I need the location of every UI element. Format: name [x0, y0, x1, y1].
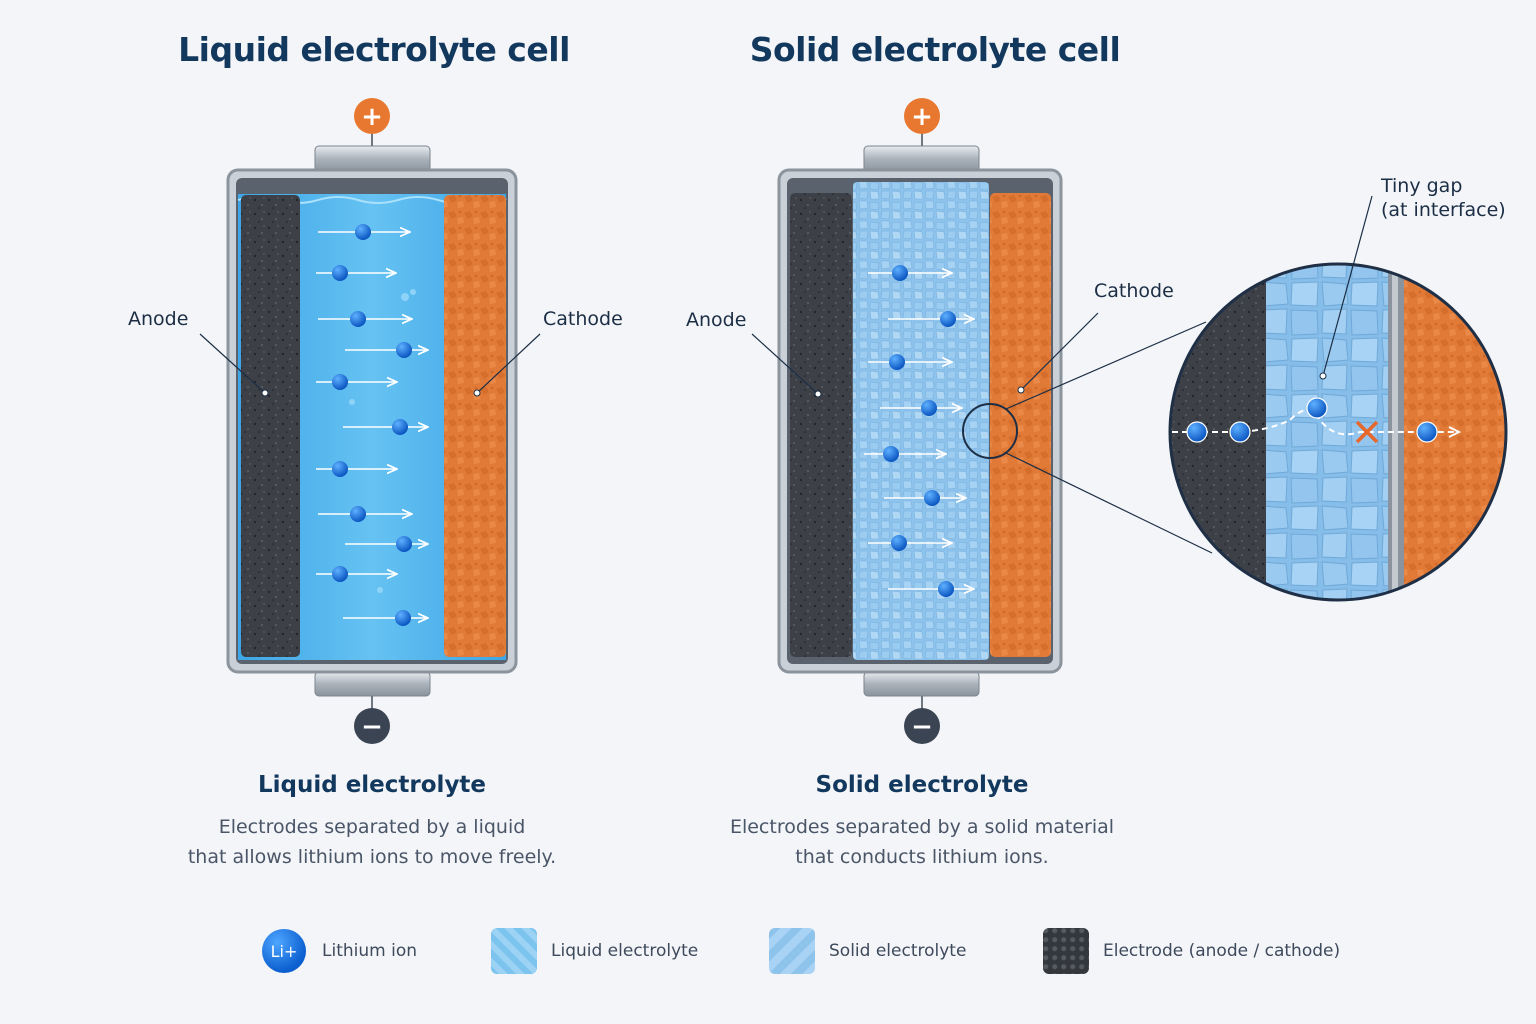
- legend-solid-electrolyte-label: Solid electrolyte: [829, 941, 967, 961]
- lithium-ion: [332, 461, 348, 477]
- electrode-swatch-icon: [1043, 928, 1089, 974]
- solid-caption-text: Electrodes separated by a solid material…: [682, 812, 1162, 872]
- liquid-caption-text: Electrodes separated by a liquid that al…: [132, 812, 612, 872]
- negative-terminal-icon: −: [354, 708, 390, 744]
- liquid-cell: [199, 132, 541, 712]
- svg-text:−: −: [911, 712, 933, 742]
- legend-solid-electrolyte: Solid electrolyte: [769, 928, 966, 974]
- svg-text:+: +: [911, 102, 933, 132]
- cathode-label: Cathode: [543, 308, 623, 330]
- svg-text:−: −: [361, 712, 383, 742]
- tiny-gap-label-line2: (at interface): [1381, 199, 1506, 221]
- lithium-ion: [924, 490, 940, 506]
- zoom-connector-bottom: [1005, 452, 1213, 554]
- lithium-ion: [396, 342, 412, 358]
- lithium-ion-icon: Li+: [262, 929, 306, 973]
- cathode-leader-line: [476, 333, 541, 394]
- lithium-ion: [938, 581, 954, 597]
- lithium-ion: [921, 400, 937, 416]
- tiny-gap-label: Tiny gap (at interface): [1381, 174, 1506, 222]
- negative-cap: [314, 671, 431, 697]
- lithium-ion: [892, 265, 908, 281]
- lithium-ion: [891, 535, 907, 551]
- liquid-caption-line1: Electrodes separated by a liquid: [218, 816, 526, 838]
- positive-cap: [314, 145, 431, 173]
- solid-caption-line2: that conducts lithium ions.: [795, 846, 1049, 868]
- tiny-gap-label-line1: Tiny gap: [1381, 175, 1463, 197]
- interface-highlight-circle: [962, 403, 1018, 459]
- anode-leader-line: [751, 333, 819, 395]
- cathode-electrode: [990, 193, 1051, 657]
- solid-electrolyte: [853, 182, 989, 660]
- negative-cap: [863, 671, 980, 697]
- anode-electrode: [241, 195, 300, 657]
- liquid-caption-line2: that allows lithium ions to move freely.: [187, 846, 557, 868]
- legend-electrode: Electrode (anode / cathode): [1043, 928, 1340, 974]
- lithium-ion: [395, 610, 411, 626]
- lithium-ion: [332, 374, 348, 390]
- lithium-ion: [883, 446, 899, 462]
- lithium-ion: [332, 566, 348, 582]
- lithium-ion: [1229, 421, 1251, 443]
- legend-liquid-electrolyte-label: Liquid electrolyte: [551, 941, 699, 961]
- solid-cell-title: Solid electrolyte cell: [749, 30, 1121, 69]
- anode-label: Anode: [128, 308, 189, 330]
- solid-electrolyte-swatch-icon: [769, 928, 815, 974]
- blocked-cross-icon: [1355, 420, 1379, 444]
- ion-flow-solid: [864, 265, 974, 597]
- lithium-ion: [350, 506, 366, 522]
- anode-label: Anode: [686, 309, 747, 331]
- lithium-ion: [1416, 421, 1438, 443]
- interface-zoom-view: [1168, 195, 1508, 602]
- positive-terminal-icon: +: [904, 98, 940, 134]
- svg-text:+: +: [361, 102, 383, 132]
- zoom-connector-top: [1005, 321, 1207, 410]
- positive-cap: [863, 145, 980, 173]
- lithium-ion: [940, 311, 956, 327]
- gap-leader-line: [1322, 195, 1373, 377]
- ion-flow-liquid: [316, 224, 428, 626]
- solid-caption-title: Solid electrolyte: [815, 772, 1029, 798]
- lithium-ion: [392, 419, 408, 435]
- solid-cell: [751, 132, 1213, 712]
- solid-caption-line1: Electrodes separated by a solid material: [729, 816, 1115, 838]
- positive-terminal-icon: +: [354, 98, 390, 134]
- legend-electrode-label: Electrode (anode / cathode): [1103, 941, 1341, 961]
- liquid-electrolyte-swatch-icon: [491, 928, 537, 974]
- lithium-ion: [1306, 397, 1328, 419]
- lithium-ion: [889, 354, 905, 370]
- lithium-ion: [332, 265, 348, 281]
- legend-liquid-electrolyte: Liquid electrolyte: [491, 928, 698, 974]
- negative-terminal-icon: −: [904, 708, 940, 744]
- lithium-ion: [355, 224, 371, 240]
- lithium-ion: [1186, 421, 1208, 443]
- cathode-electrode: [444, 195, 506, 657]
- legend-lithium-ion: Li+ Lithium ion: [262, 928, 417, 974]
- lithium-ion: [350, 311, 366, 327]
- liquid-caption-title: Liquid electrolyte: [257, 772, 487, 798]
- anode-electrode: [790, 193, 852, 657]
- anode-leader-line: [199, 333, 266, 394]
- legend-lithium-ion-label: Lithium ion: [322, 941, 417, 961]
- cathode-label: Cathode: [1094, 280, 1174, 302]
- lithium-ion: [396, 536, 412, 552]
- cathode-leader-line: [1020, 312, 1099, 391]
- liquid-cell-title: Liquid electrolyte cell: [178, 30, 570, 69]
